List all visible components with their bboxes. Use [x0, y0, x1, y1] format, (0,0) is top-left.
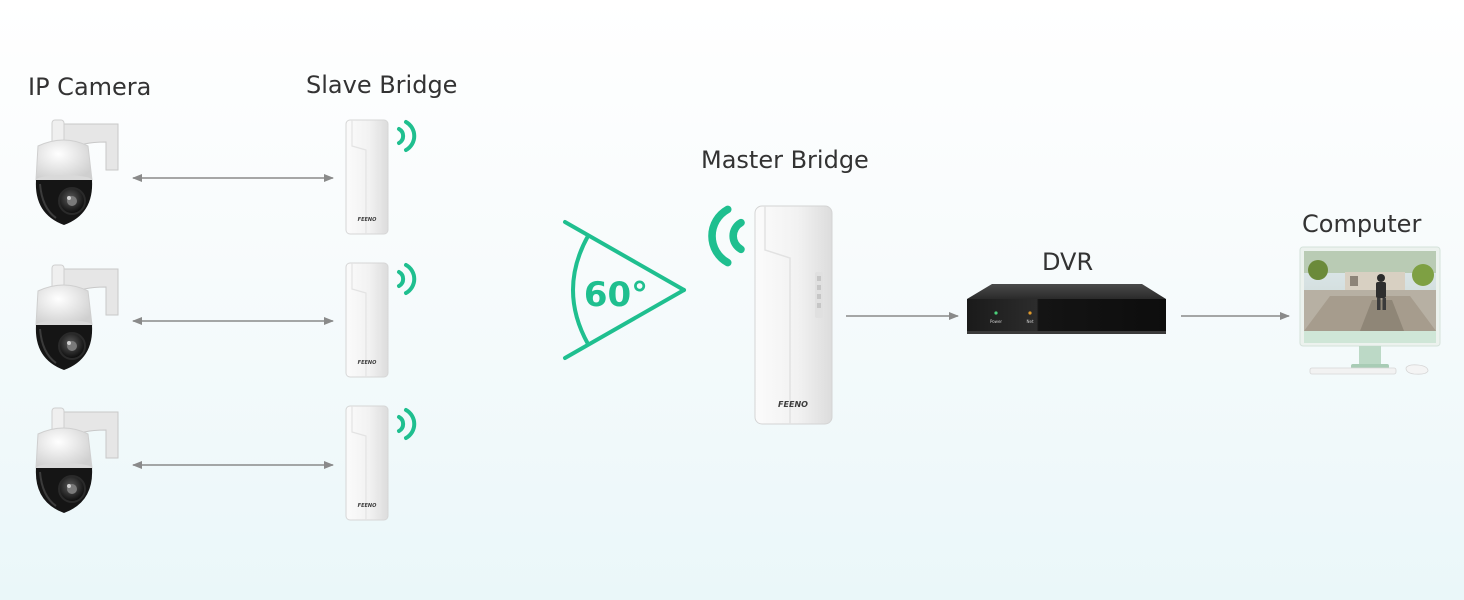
- ip-camera-label: IP Camera: [28, 73, 151, 101]
- dvr-label: DVR: [1042, 248, 1093, 276]
- dvr-recorder-icon: Power Net: [967, 284, 1166, 334]
- wireless-bridge-icon: [345, 262, 389, 378]
- wifi-signal-icon: [397, 120, 417, 152]
- master-bridge-icon: FEENO: [754, 205, 833, 425]
- wifi-signal-icon: [397, 263, 417, 295]
- dvr-power-label: Power: [990, 319, 1002, 324]
- wireless-bridge-icon: [345, 119, 389, 235]
- computer-label: Computer: [1302, 210, 1421, 238]
- ptz-camera-icon: [34, 407, 119, 514]
- ptz-camera-icon: [34, 119, 119, 226]
- wireless-bridge-icon: [345, 405, 389, 521]
- beam-angle-label: 60°: [584, 275, 648, 315]
- dvr-net-label: Net: [1026, 319, 1033, 324]
- master-bridge-brand-logo: FEENO: [778, 400, 808, 409]
- ptz-camera-icon: [34, 264, 119, 371]
- master-wifi-signal-icon: [712, 209, 741, 262]
- master-bridge-label: Master Bridge: [701, 146, 869, 174]
- beam-angle-icon: [563, 220, 686, 360]
- monitor-icon: [1299, 246, 1441, 375]
- wifi-signal-icon: [397, 408, 417, 440]
- slave-bridge-label: Slave Bridge: [306, 71, 457, 99]
